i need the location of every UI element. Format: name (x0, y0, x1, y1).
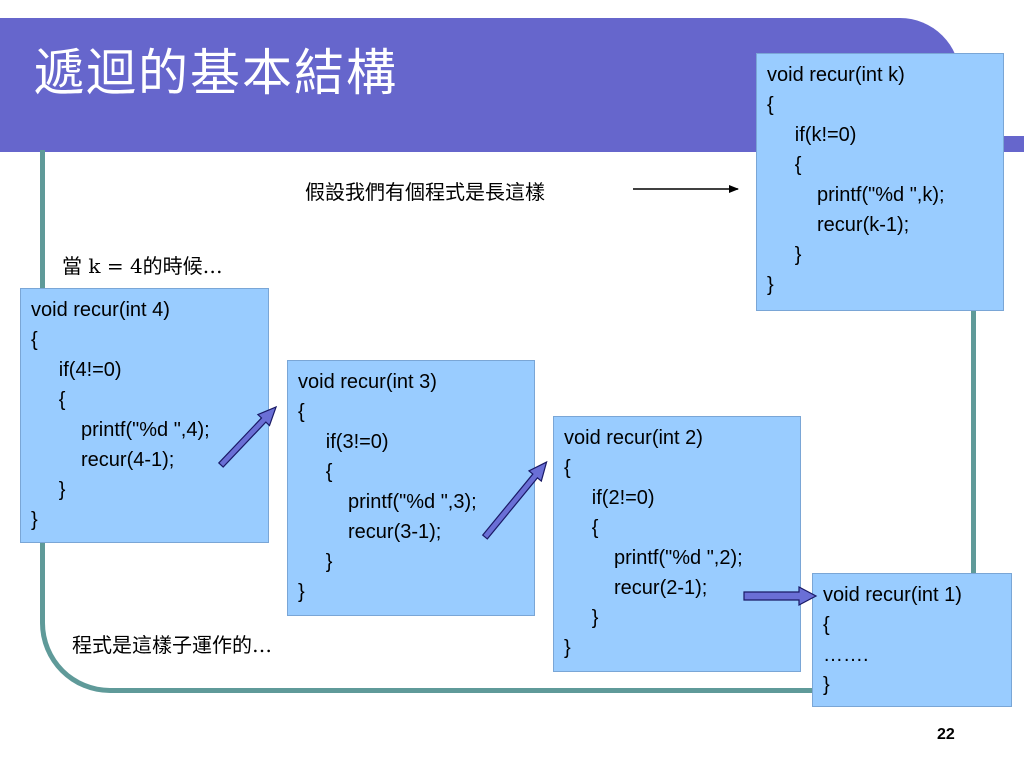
code-line: printf("%d ",k); (767, 184, 945, 206)
code-line: { (298, 461, 333, 483)
code-line: { (767, 94, 774, 116)
code-line: void recur(int 1) (823, 584, 962, 606)
code-line: if(4!=0) (31, 359, 122, 381)
code-box-recur-1: void recur(int 1) { ……. } (812, 573, 1012, 707)
code-line: printf("%d ",2); (564, 547, 743, 569)
code-line: void recur(int 4) (31, 299, 170, 321)
code-box-recur-4: void recur(int 4) { if(4!=0) { printf("%… (20, 288, 269, 543)
note-when-k: 當 k = 4的時候… (62, 254, 223, 278)
code-line: } (31, 479, 66, 501)
code-line: { (31, 389, 66, 411)
code-line: if(2!=0) (564, 487, 655, 509)
code-line: printf("%d ",3); (298, 491, 477, 513)
code-box-recur-k: void recur(int k) { if(k!=0) { printf("%… (756, 53, 1004, 311)
code-line: ……. (823, 644, 869, 666)
code-line: if(3!=0) (298, 431, 389, 453)
code-line: if(k!=0) (767, 124, 857, 146)
code-box-recur-2: void recur(int 2) { if(2!=0) { printf("%… (553, 416, 801, 672)
code-line: { (298, 401, 305, 423)
code-line: } (564, 607, 599, 629)
note-how-it-works: 程式是這樣子運作的… (72, 633, 272, 657)
code-line: void recur(int 2) (564, 427, 703, 449)
code-line: { (31, 329, 38, 351)
code-line: recur(3-1); (298, 521, 442, 543)
note-suppose: 假設我們有個程式是長這樣 (305, 180, 545, 204)
code-line: } (823, 674, 830, 696)
code-line: { (564, 517, 599, 539)
code-line: } (564, 637, 571, 659)
code-line: } (298, 581, 305, 603)
slide-title: 遞迴的基本結構 (34, 44, 398, 102)
code-line: recur(k-1); (767, 214, 910, 236)
code-line: { (767, 154, 802, 176)
code-line: recur(2-1); (564, 577, 708, 599)
code-line: } (298, 551, 333, 573)
code-line: printf("%d ",4); (31, 419, 210, 441)
code-line: void recur(int 3) (298, 371, 437, 393)
page-number: 22 (937, 726, 955, 743)
code-line: { (823, 614, 830, 636)
code-line: } (767, 274, 774, 296)
code-line: } (767, 244, 802, 266)
code-line: } (31, 509, 38, 531)
code-line: recur(4-1); (31, 449, 175, 471)
code-line: { (564, 457, 571, 479)
code-line: void recur(int k) (767, 64, 905, 86)
code-box-recur-3: void recur(int 3) { if(3!=0) { printf("%… (287, 360, 535, 616)
